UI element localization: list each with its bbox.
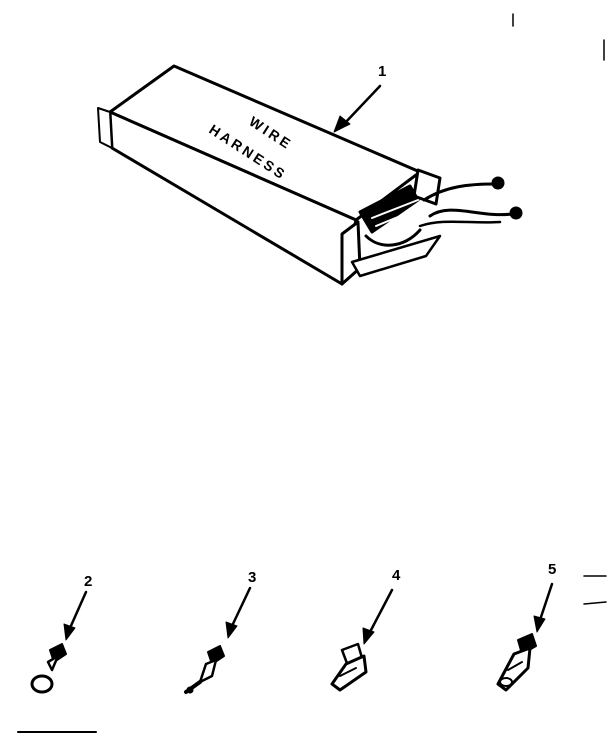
callout-4-label: 4 [392,567,401,584]
terminal-5: 5 [496,561,556,692]
callout-1: 1 [333,63,386,133]
callout-5-label: 5 [548,561,556,578]
page-marks [17,13,607,733]
harness-wires [418,176,523,228]
callout-2-label: 2 [84,573,92,590]
terminal-4: 4 [330,567,401,692]
terminal-3: 3 [184,569,256,694]
callout-1-label: 1 [378,63,386,80]
wire-harness-box [97,64,442,286]
terminal-2: 2 [30,573,92,694]
callout-3-label: 3 [248,569,256,586]
